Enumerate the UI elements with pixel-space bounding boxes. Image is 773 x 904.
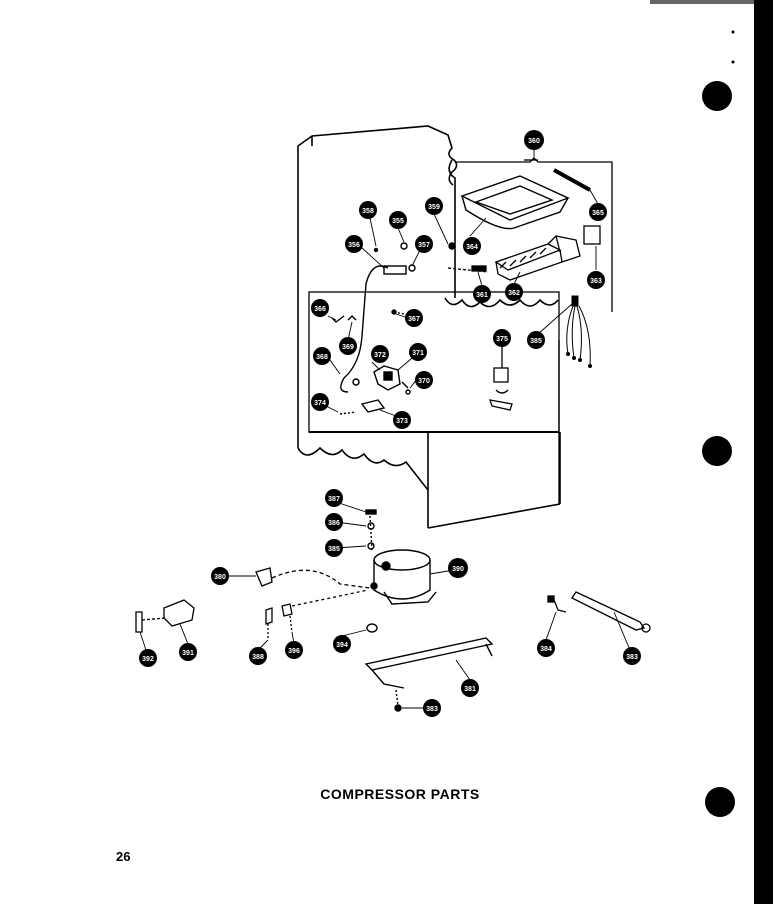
callout-396: 396 xyxy=(285,641,303,659)
callout-388: 388 xyxy=(249,647,267,665)
svg-text:371: 371 xyxy=(412,350,424,357)
callout-368: 368 xyxy=(313,347,331,365)
svg-text:364: 364 xyxy=(466,244,478,251)
svg-text:370: 370 xyxy=(418,378,430,385)
callout-386: 386 xyxy=(325,513,343,531)
scan-edge-artifacts xyxy=(650,0,773,904)
water-valve-assembly xyxy=(331,242,456,415)
callout-385-lower: 385 xyxy=(325,539,343,557)
callout-366: 366 xyxy=(311,299,329,317)
callout-392: 392 xyxy=(139,649,157,667)
compressor-base-rail xyxy=(364,637,494,712)
svg-text:383: 383 xyxy=(626,654,638,661)
binder-hole-icon xyxy=(702,81,732,111)
svg-text:361: 361 xyxy=(476,292,488,299)
callout-375: 375 xyxy=(493,329,511,347)
callout-355: 355 xyxy=(389,211,407,229)
control-panel-box xyxy=(308,291,560,504)
callout-365: 365 xyxy=(589,203,607,221)
svg-text:373: 373 xyxy=(396,418,408,425)
diagram-caption: COMPRESSOR PARTS xyxy=(320,786,480,802)
svg-text:384: 384 xyxy=(540,646,552,653)
svg-text:396: 396 xyxy=(288,648,300,655)
svg-text:380: 380 xyxy=(214,574,226,581)
callout-363: 363 xyxy=(587,271,605,289)
callout-371: 371 xyxy=(409,343,427,361)
svg-text:363: 363 xyxy=(590,278,602,285)
svg-text:368: 368 xyxy=(316,354,328,361)
binder-hole-icon xyxy=(702,436,732,466)
relay-overload-parts xyxy=(135,567,371,640)
callout-356: 356 xyxy=(345,235,363,253)
power-cord-parts xyxy=(547,591,651,633)
svg-text:360: 360 xyxy=(528,138,540,145)
callout-391: 391 xyxy=(179,643,197,661)
callout-357: 357 xyxy=(415,235,433,253)
callout-380: 380 xyxy=(211,567,229,585)
callout-385: 385 xyxy=(527,331,545,349)
callout-373: 373 xyxy=(393,411,411,429)
defrost-timer-part xyxy=(489,346,513,411)
svg-text:362: 362 xyxy=(508,290,520,297)
svg-text:385: 385 xyxy=(530,338,542,345)
svg-text:357: 357 xyxy=(418,242,430,249)
callout-358: 358 xyxy=(359,201,377,219)
svg-text:394: 394 xyxy=(336,642,348,649)
wiring-harness xyxy=(566,295,592,368)
ice-maker-box xyxy=(455,157,613,312)
svg-text:374: 374 xyxy=(314,400,326,407)
svg-text:387: 387 xyxy=(328,496,340,503)
callout-362: 362 xyxy=(505,283,523,301)
callout-364: 364 xyxy=(463,237,481,255)
callout-381: 381 xyxy=(461,679,479,697)
callout-394: 394 xyxy=(333,635,351,653)
callout-387: 387 xyxy=(325,489,343,507)
svg-text:359: 359 xyxy=(428,204,440,211)
svg-text:375: 375 xyxy=(496,336,508,343)
svg-text:390: 390 xyxy=(452,566,464,573)
callout-circles: 360 358 355 359 356 357 365 364 363 361 … xyxy=(139,130,641,717)
svg-text:356: 356 xyxy=(348,242,360,249)
callout-370: 370 xyxy=(415,371,433,389)
callout-383-cord: 383 xyxy=(623,647,641,665)
callout-383: 383 xyxy=(423,699,441,717)
svg-text:392: 392 xyxy=(142,656,154,663)
svg-text:358: 358 xyxy=(362,208,374,215)
callout-374: 374 xyxy=(311,393,329,411)
callout-384: 384 xyxy=(537,639,555,657)
callout-360: 360 xyxy=(524,130,544,150)
svg-text:383: 383 xyxy=(426,706,438,713)
svg-text:386: 386 xyxy=(328,520,340,527)
svg-text:365: 365 xyxy=(592,210,604,217)
svg-text:388: 388 xyxy=(252,654,264,661)
page-number: 26 xyxy=(116,849,131,864)
callout-390: 390 xyxy=(448,558,468,578)
callout-367: 367 xyxy=(405,309,423,327)
ice-maker-unit xyxy=(447,225,601,281)
svg-text:369: 369 xyxy=(342,344,354,351)
svg-text:372: 372 xyxy=(374,352,386,359)
ice-bucket xyxy=(460,168,591,230)
compressor-assembly xyxy=(365,509,437,633)
cabinet-outline xyxy=(297,125,561,529)
binder-hole-icon xyxy=(705,787,735,817)
svg-text:385: 385 xyxy=(328,546,340,553)
svg-text:355: 355 xyxy=(392,218,404,225)
callout-372: 372 xyxy=(371,345,389,363)
svg-text:367: 367 xyxy=(408,316,420,323)
callout-359: 359 xyxy=(425,197,443,215)
svg-text:391: 391 xyxy=(182,650,194,657)
callout-369: 369 xyxy=(339,337,357,355)
leader-lines xyxy=(139,150,631,709)
svg-text:381: 381 xyxy=(464,686,476,693)
svg-text:366: 366 xyxy=(314,306,326,313)
callout-361: 361 xyxy=(473,285,491,303)
